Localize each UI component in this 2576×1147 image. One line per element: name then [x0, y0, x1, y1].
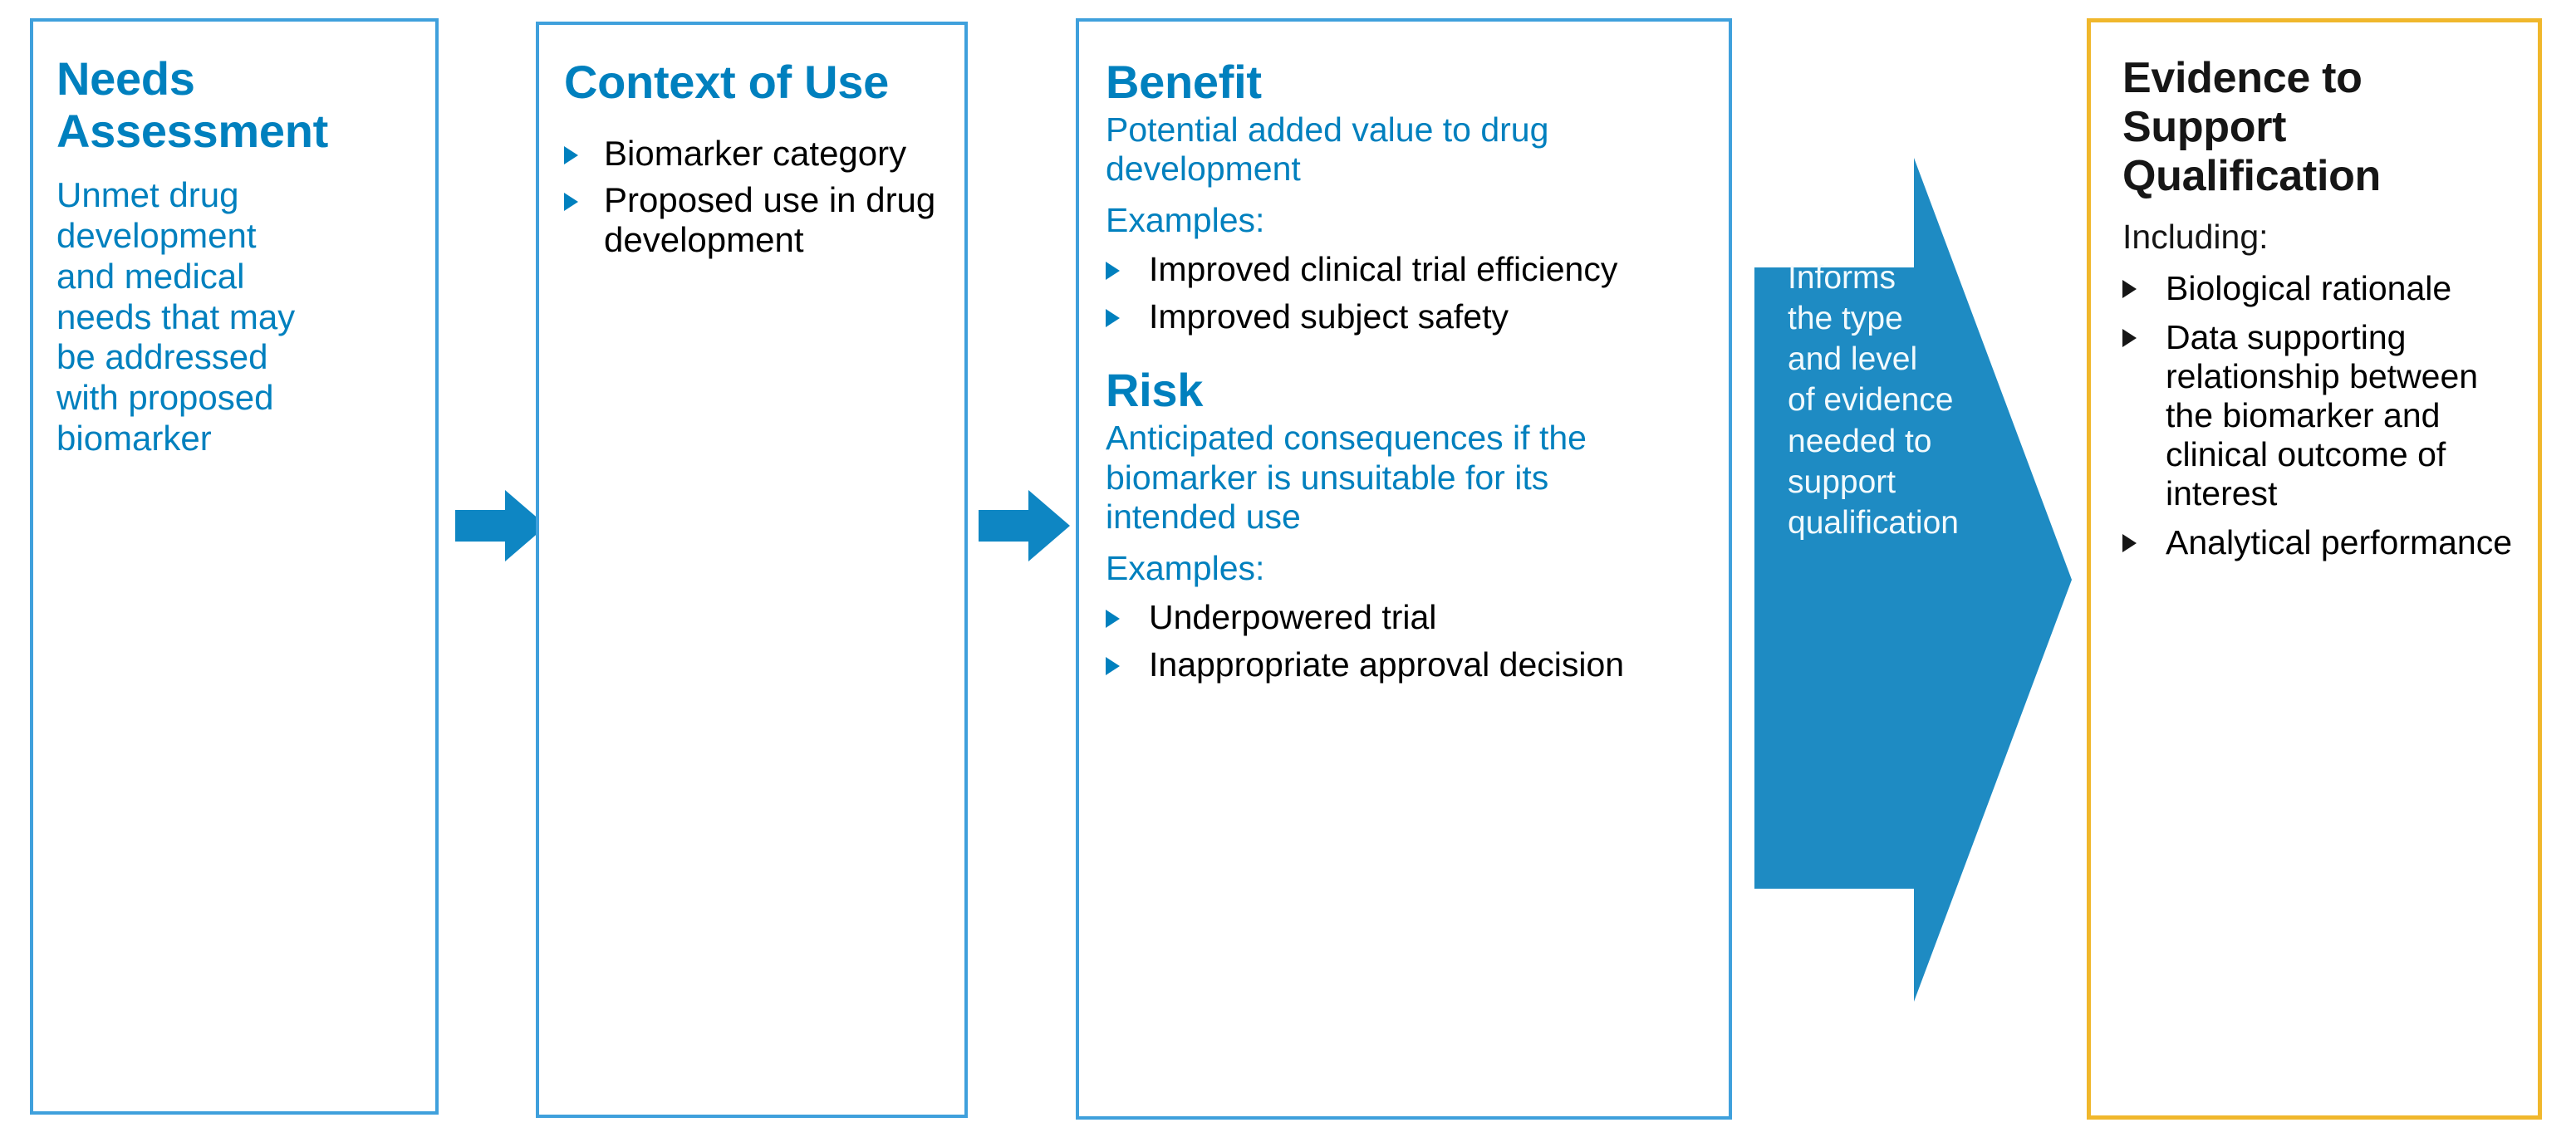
list-item-label: Inappropriate approval decision [1149, 645, 1625, 684]
card-benefit-risk-content: Benefit Potential added value to drug de… [1079, 22, 1729, 693]
list-item-label: Underpowered trial [1149, 598, 1437, 637]
card-benefit-risk: Benefit Potential added value to drug de… [1076, 18, 1732, 1120]
benefit-examples-label: Examples: [1106, 200, 1265, 239]
list-item-label: Improved clinical trial efficiency [1149, 250, 1618, 289]
card-needs-assessment-content: Needs Assessment Unmet drug development … [33, 22, 435, 458]
informs-arrow: Informs the type and level of evidence n… [1754, 158, 2072, 1002]
triangle-bullet-icon [1106, 309, 1120, 328]
arrow-right-icon [979, 490, 1070, 561]
list-item: Improved subject safety [1106, 297, 1729, 336]
list-item-label: Proposed use in drug development [604, 179, 936, 259]
triangle-bullet-icon [1106, 610, 1120, 629]
list-item: Analytical performance [2122, 523, 2523, 562]
triangle-bullet-icon [1106, 262, 1120, 281]
benefit-heading: Benefit [1106, 56, 1262, 108]
card-needs-assessment-title: Needs Assessment [56, 52, 328, 157]
triangle-bullet-icon [2122, 279, 2137, 298]
risk-heading: Risk [1106, 364, 1204, 417]
card-needs-assessment: Needs Assessment Unmet drug development … [30, 18, 439, 1115]
card-evidence-bullet-list: Biological rationale Data supporting rel… [2122, 269, 2538, 562]
list-item: Inappropriate approval decision [1106, 645, 1729, 684]
list-item-label: Biological rationale [2166, 268, 2452, 307]
risk-bullet-list: Underpowered trial Inappropriate approva… [1106, 598, 1729, 684]
card-context-of-use-title: Context of Use [564, 56, 889, 108]
list-item-label: Data supporting relationship between the… [2166, 317, 2479, 512]
triangle-bullet-icon [2122, 533, 2137, 552]
arrow-right-icon [455, 490, 547, 561]
list-item: Data supporting relationship between the… [2122, 318, 2523, 513]
triangle-bullet-icon [564, 145, 578, 164]
list-item: Biological rationale [2122, 269, 2523, 308]
card-evidence-to-support-qualification: Evidence to Support Qualification Includ… [2087, 18, 2542, 1120]
benefit-bullet-list: Improved clinical trial efficiency Impro… [1106, 250, 1729, 336]
triangle-bullet-icon [564, 192, 578, 211]
list-item: Underpowered trial [1106, 598, 1729, 637]
card-context-of-use: Context of Use Biomarker category Propos… [536, 22, 968, 1118]
triangle-bullet-icon [2122, 328, 2137, 347]
list-item-label: Analytical performance [2166, 522, 2513, 561]
card-needs-assessment-body: Unmet drug development and medical needs… [56, 175, 296, 458]
list-item-label: Improved subject safety [1149, 297, 1509, 336]
benefit-lead: Potential added value to drug developmen… [1106, 110, 1549, 189]
list-item-label: Biomarker category [604, 133, 907, 173]
list-item: Proposed use in drug development [564, 180, 953, 260]
risk-lead: Anticipated consequences if the biomarke… [1106, 419, 1587, 537]
card-context-of-use-bullet-list: Biomarker category Proposed use in drug … [564, 134, 964, 260]
connector-2-to-3 [979, 490, 1070, 561]
card-evidence-content: Evidence to Support Qualification Includ… [2091, 22, 2538, 572]
risk-examples-label: Examples: [1106, 548, 1265, 587]
list-item: Biomarker category [564, 134, 953, 174]
card-evidence-intro: Including: [2122, 218, 2269, 257]
arrow-right-icon [1754, 158, 2072, 1002]
card-evidence-title: Evidence to Support Qualification [2122, 54, 2382, 200]
connector-1-to-2 [455, 490, 547, 561]
triangle-bullet-icon [1106, 657, 1120, 676]
list-item: Improved clinical trial efficiency [1106, 250, 1729, 289]
informs-arrow-label: Informs the type and level of evidence n… [1788, 260, 1959, 541]
card-context-of-use-content: Context of Use Biomarker category Propos… [539, 25, 964, 267]
